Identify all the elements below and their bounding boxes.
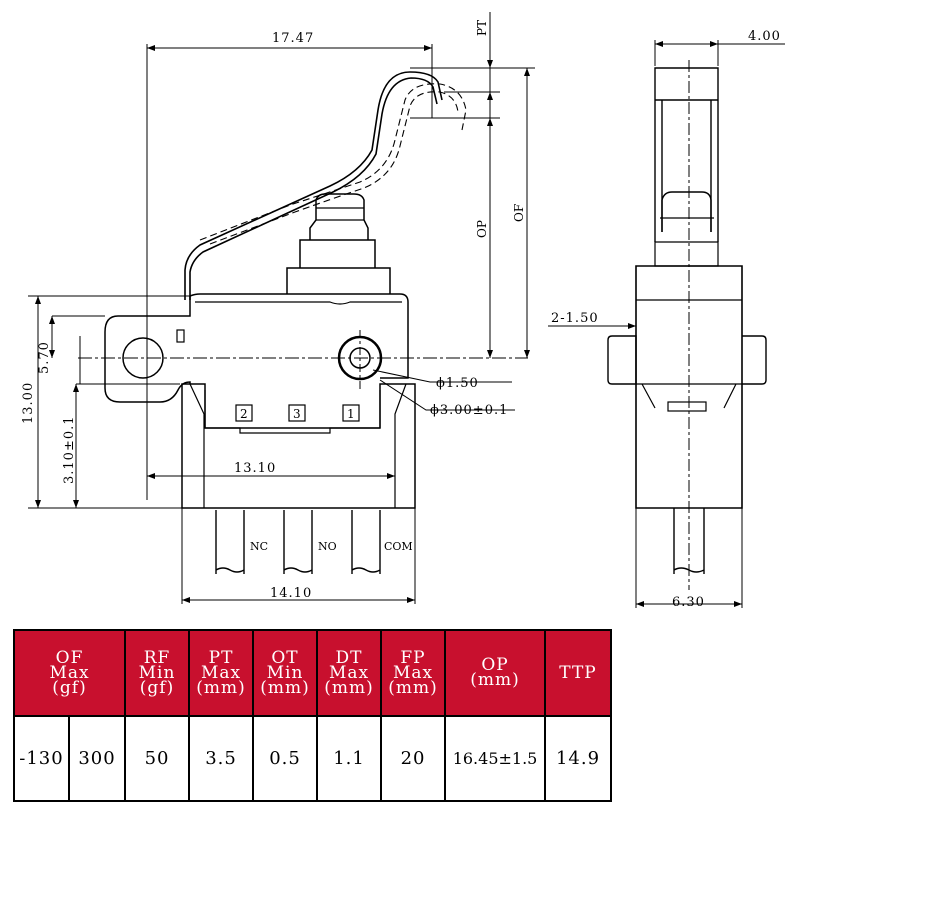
plunger-tip <box>309 193 369 240</box>
value-ttp: 14.9 <box>544 715 613 802</box>
spec-header-row: OF Max (gf) RF Min (gf) PT Max (mm) OT M… <box>12 629 613 717</box>
pin-2-label: 2 <box>240 407 248 421</box>
dim-h310: 3.10±0.1 <box>62 415 77 484</box>
value-rf: 50 <box>124 715 191 802</box>
dim-width-top: 17.47 <box>272 31 314 46</box>
dim-of: OF <box>512 204 526 222</box>
body-outline <box>189 293 409 379</box>
ear-hole <box>122 337 164 379</box>
dim-w1410: 14.10 <box>270 586 312 601</box>
header-op: OP (mm) <box>444 629 547 717</box>
terminal-nc-label: NC <box>250 540 268 553</box>
dim-side-width: 4.00 <box>748 29 781 44</box>
header-pt: PT Max (mm) <box>188 629 255 717</box>
terminals <box>215 510 381 574</box>
terminal-no-label: NO <box>318 540 337 553</box>
value-of-max: 300 <box>67 715 127 802</box>
value-op: 16.45±1.5 <box>444 715 547 802</box>
ear-slot <box>176 329 185 343</box>
side-view <box>548 40 785 608</box>
value-ot: 0.5 <box>252 715 319 802</box>
header-fp: FP Max (mm) <box>380 629 447 717</box>
dim-w1310: 13.10 <box>234 461 276 476</box>
plunger-base <box>286 267 391 294</box>
pin-3-label: 3 <box>293 407 301 421</box>
value-dt: 1.1 <box>316 715 383 802</box>
plunger-stem <box>299 239 376 268</box>
dim-hole-big: ϕ3.00±0.1 <box>430 403 508 418</box>
dim-w630: 6.30 <box>672 595 705 610</box>
header-ttp: TTP <box>544 629 613 717</box>
dim-op: OP <box>475 220 489 238</box>
header-rf: RF Min (gf) <box>124 629 191 717</box>
value-pt: 3.5 <box>188 715 255 802</box>
dim-pt: PT <box>475 20 489 36</box>
header-dt: DT Max (mm) <box>316 629 383 717</box>
terminal-com-label: COM <box>384 540 413 553</box>
dim-hole-small: ϕ1.50 <box>436 376 479 391</box>
spec-value-row: -130 300 50 3.5 0.5 1.1 20 16.45±1.5 14.… <box>13 715 613 802</box>
header-of: OF Max (gf) <box>12 629 127 717</box>
housing-step <box>204 390 381 434</box>
switch-drawing: 17.47 PT OP OF 4.00 13.00 5.70 3.10±0.1 … <box>21 12 785 610</box>
value-of-min: -130 <box>13 715 70 802</box>
dimension-lines <box>28 12 535 604</box>
dim-side-offset: 2-1.50 <box>551 311 599 326</box>
dim-height-total: 13.00 <box>21 382 36 424</box>
housing-groove-right <box>394 383 407 508</box>
spec-table: OF Max (gf) RF Min (gf) PT Max (mm) OT M… <box>12 629 613 802</box>
pin-1-label: 1 <box>347 407 355 421</box>
lever-pressed <box>199 83 467 245</box>
dim-h570: 5.70 <box>37 341 52 374</box>
value-fp: 20 <box>380 715 447 802</box>
header-ot: OT Min (mm) <box>252 629 319 717</box>
lever <box>184 71 443 300</box>
housing-groove-left <box>189 383 205 508</box>
mounting-ear <box>104 296 191 403</box>
body-inner-line <box>195 301 402 305</box>
